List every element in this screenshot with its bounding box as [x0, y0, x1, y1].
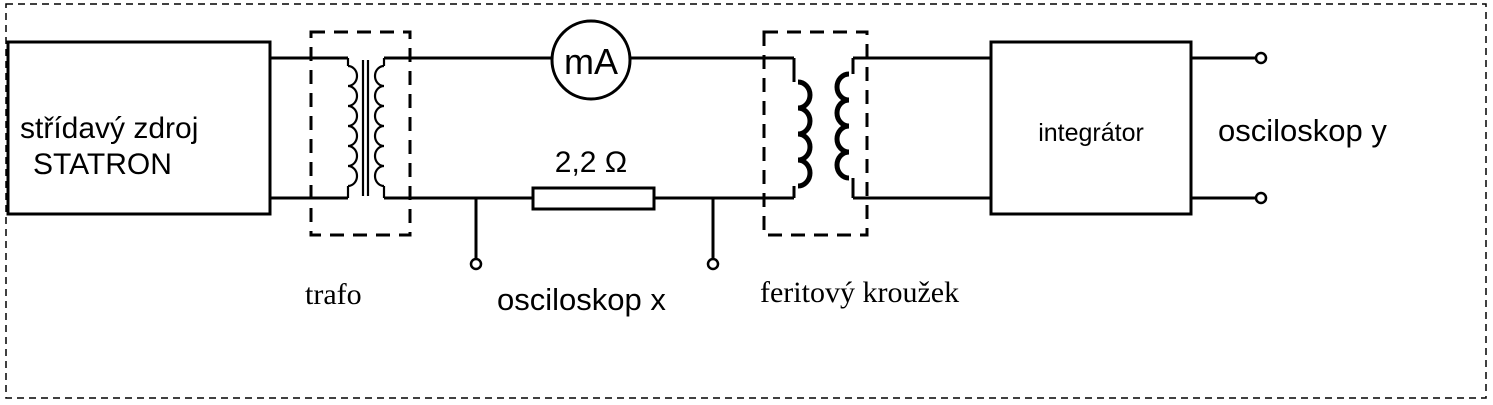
scope-x-terminal-left	[469, 257, 483, 271]
resistor	[531, 186, 656, 211]
scope-x-label: osciloskop x	[497, 282, 666, 317]
source-label-line2: STATRON	[33, 148, 172, 181]
source-box	[6, 40, 272, 216]
scope-y-terminal-bottom	[1254, 191, 1268, 205]
trafo-primary-coil	[346, 58, 359, 198]
integrator-box	[989, 40, 1193, 216]
ferrite-enclosure	[762, 30, 869, 237]
ferrite-secondary-coil	[834, 58, 855, 198]
ferrite-label: feritový kroužek	[760, 276, 959, 309]
milliammeter	[550, 19, 632, 101]
ferrite-primary-coil	[792, 58, 813, 198]
resistor-label: 2,2 Ω	[555, 146, 627, 179]
trafo-secondary-coil	[373, 58, 386, 198]
integrator-label: integrátor	[1038, 119, 1144, 147]
trafo-enclosure	[309, 30, 412, 237]
scope-y-label: osciloskop y	[1218, 113, 1387, 148]
scope-y-terminal-top	[1254, 51, 1268, 65]
trafo-label: trafo	[305, 278, 362, 311]
scope-x-terminal-right	[706, 257, 720, 271]
source-label-line1: střídavý zdroj	[20, 112, 198, 145]
milliammeter-label: mA	[564, 41, 618, 82]
